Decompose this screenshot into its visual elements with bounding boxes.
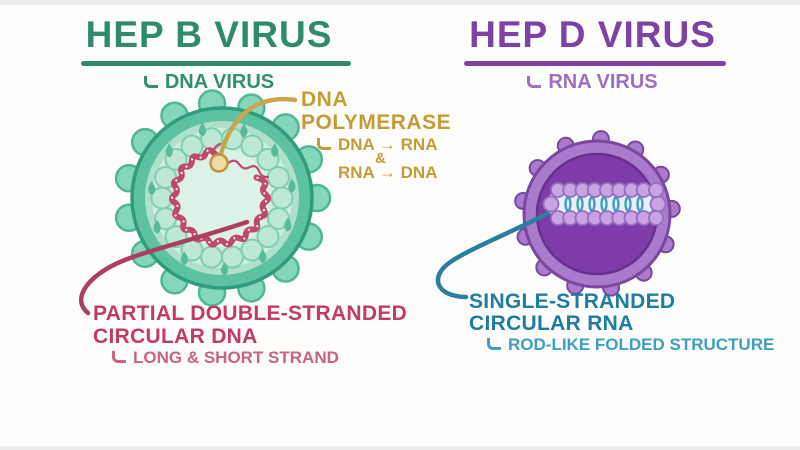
polymerase-function-line2: RNA → DNA: [338, 163, 438, 182]
hep-b-dna-hatching: [170, 149, 270, 246]
hep-b-genome-sub-label: LONG & SHORT STRAND: [112, 349, 339, 366]
hep-b-genome-label-line1: PARTIAL DOUBLE-STRANDED: [93, 302, 408, 325]
elbow-icon: [487, 338, 501, 350]
hep-d-virus-illustration: [435, 130, 681, 300]
bottom-letterbox-bar: [0, 446, 800, 450]
hep-d-genome-sub-label: ROD-LIKE FOLDED STRUCTURE: [487, 336, 774, 353]
dna-polymerase-enzyme: [209, 153, 229, 173]
hep-b-genome-label-line2: CIRCULAR DNA: [93, 325, 258, 348]
hep-d-subtitle: RNA VIRUS: [450, 72, 735, 92]
hep-b-droplets: [148, 122, 296, 276]
hep-b-short-strand: [224, 159, 270, 179]
hep-b-strand-end: [212, 142, 222, 158]
hep-d-genome-label-line2: CIRCULAR RNA: [469, 312, 634, 335]
elbow-icon: [317, 138, 331, 150]
top-letterbox-bar: [0, 0, 800, 5]
polymerase-ampersand: &: [375, 150, 386, 167]
elbow-icon: [143, 76, 158, 88]
polymerase-connector-line: [217, 96, 298, 160]
hep-b-subtitle: DNA VIRUS: [63, 72, 355, 92]
dna-label-connector-line: [79, 219, 250, 316]
polymerase-function-line1: DNA → RNA: [317, 135, 437, 155]
hep-d-rod-proteins: [542, 182, 667, 226]
hep-b-virus-illustration: [79, 89, 332, 316]
rna-label-connector-line: [435, 203, 565, 300]
dna-polymerase-label: DNA POLYMERASE: [301, 88, 452, 134]
hep-d-genome-label-line1: SINGLE-STRANDED: [469, 290, 676, 313]
elbow-icon: [112, 351, 126, 363]
hep-b-title-underline: [81, 61, 351, 66]
hep-b-title: HEP B VIRUS: [85, 14, 333, 55]
elbow-icon: [527, 76, 542, 88]
hep-d-title-underline: [464, 61, 726, 66]
hep-d-title: HEP D VIRUS: [469, 14, 716, 55]
